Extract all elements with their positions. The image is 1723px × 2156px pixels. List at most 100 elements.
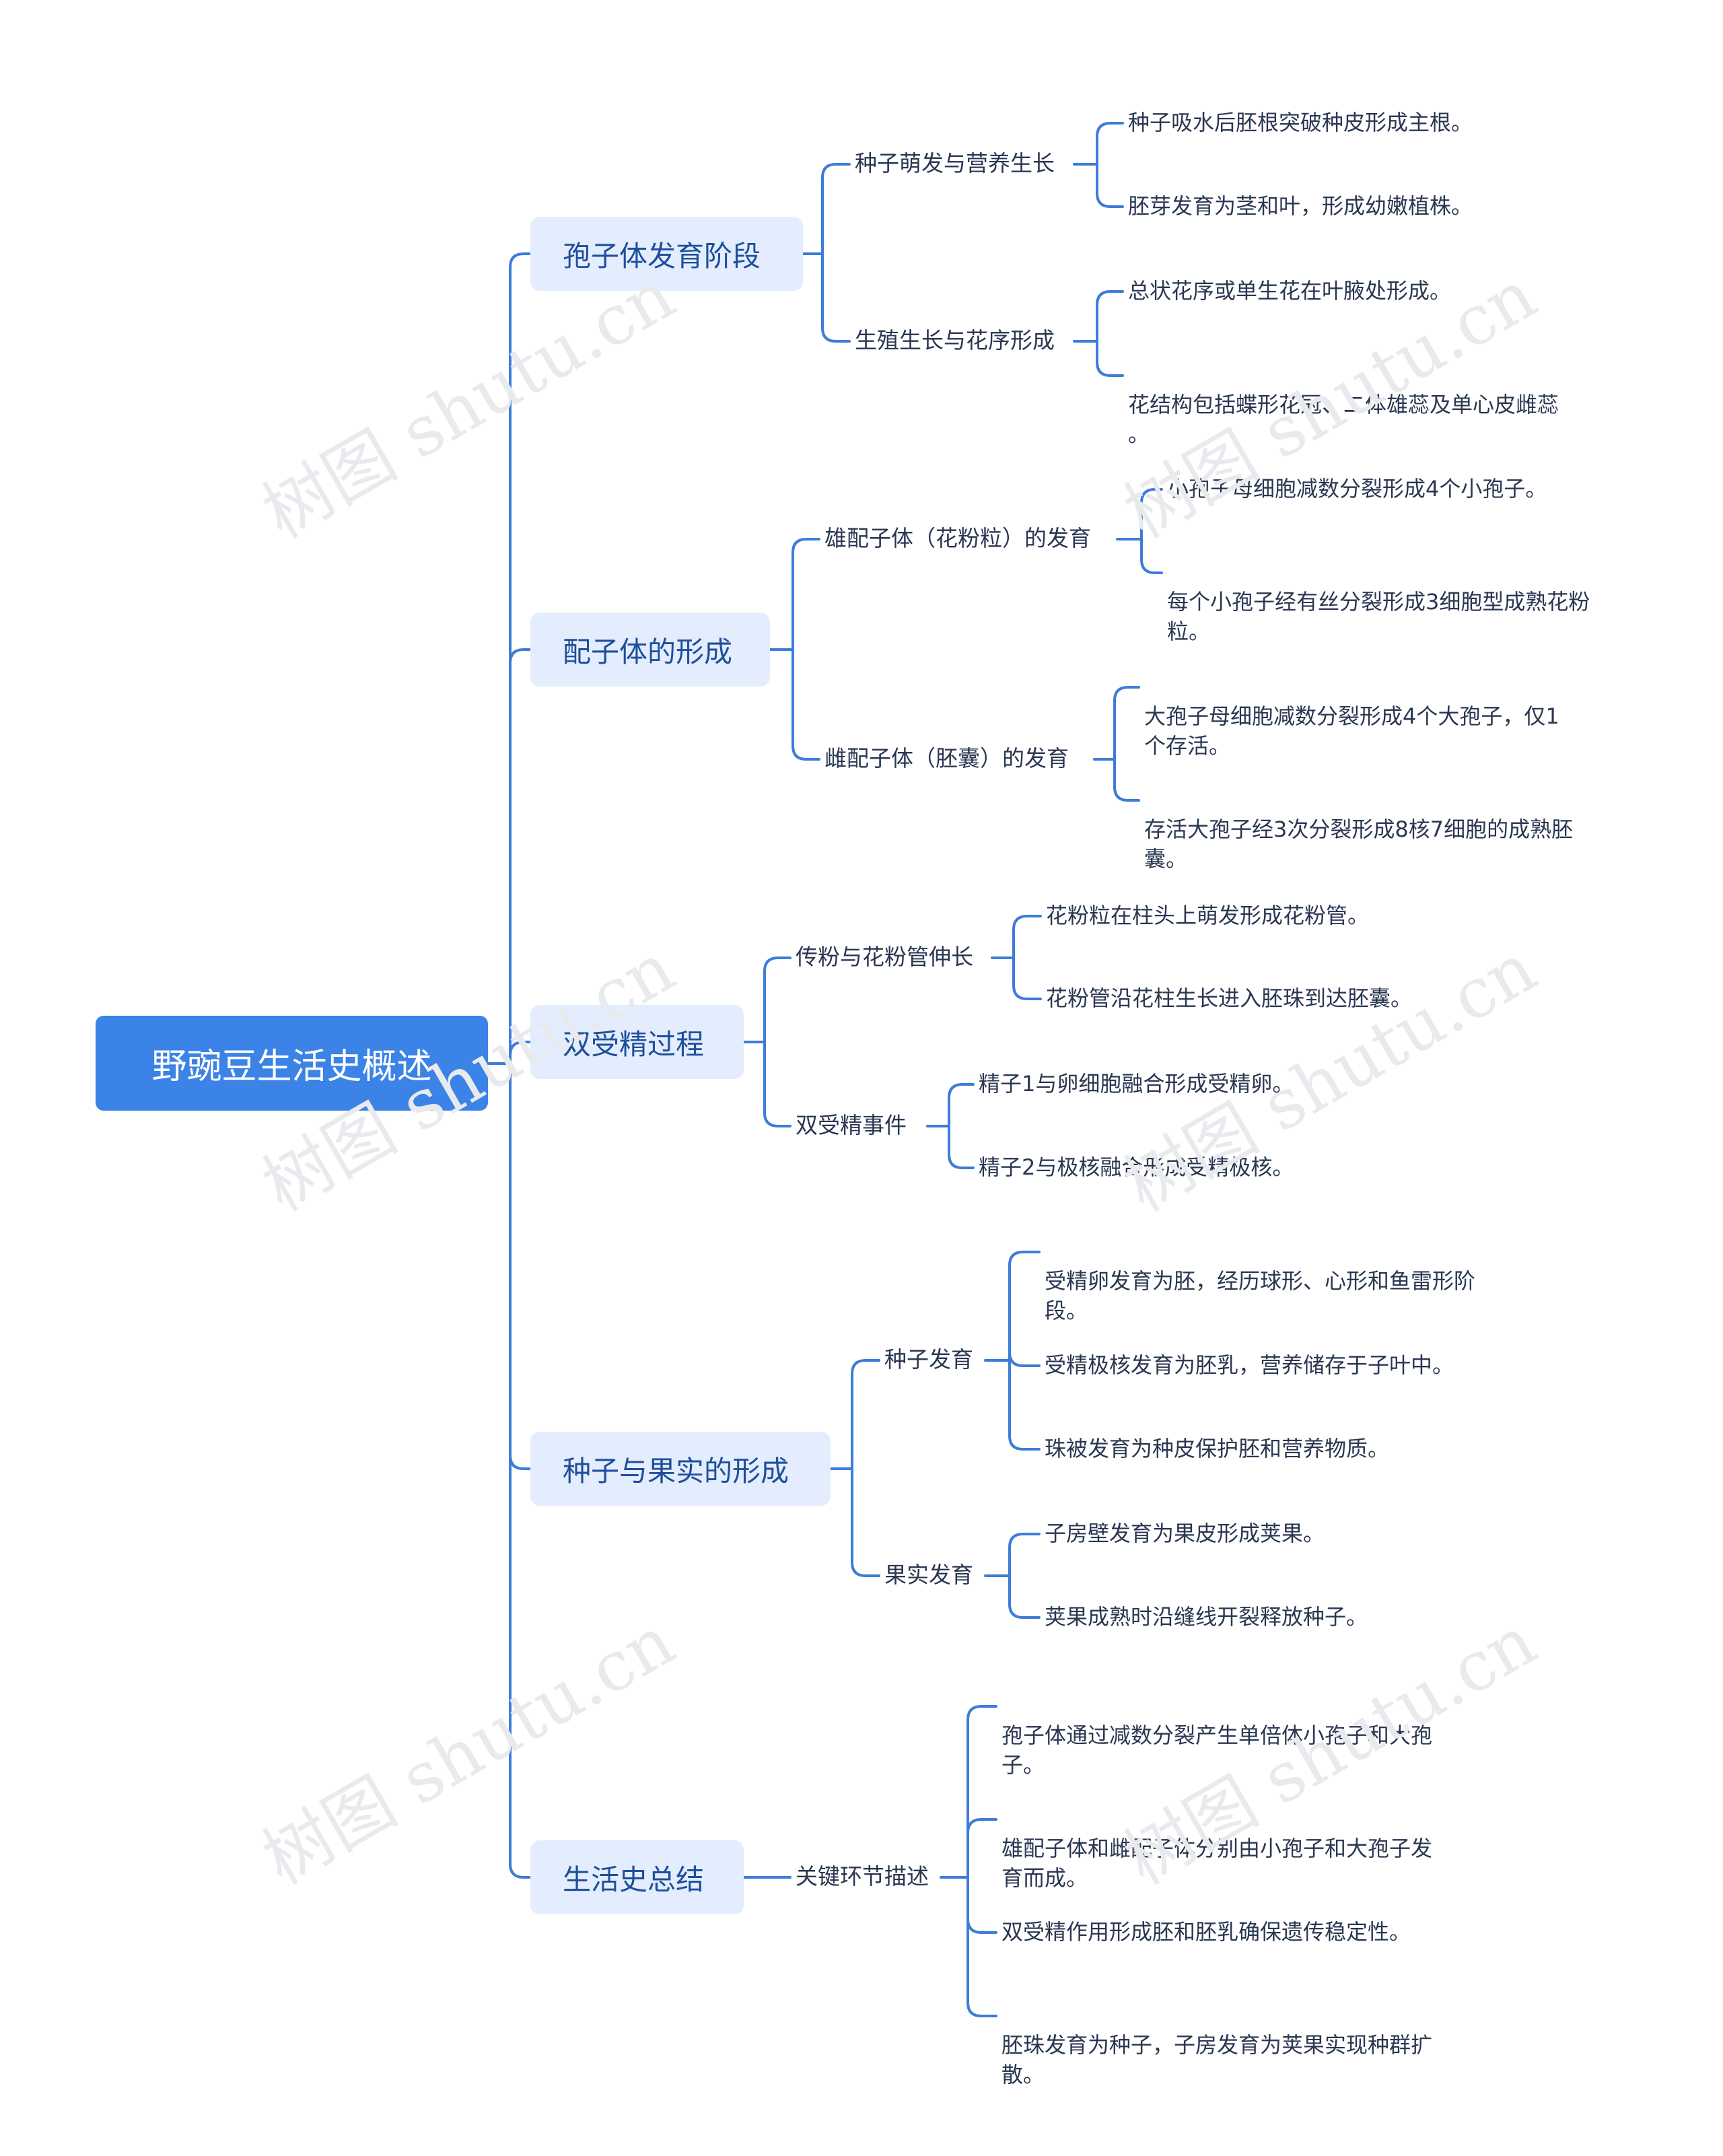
leaf-label: 荚果成熟时沿缝线开裂释放种子。	[1045, 1604, 1368, 1630]
connector-line	[1012, 984, 1042, 1000]
connector-line	[1008, 1533, 1041, 1549]
connector-line	[1096, 290, 1124, 306]
subtopic-label: 关键环节描述	[796, 1863, 929, 1889]
branch-topic-gametophyte[interactable]: 配子体的形成	[530, 613, 770, 687]
connector-line	[1113, 786, 1140, 802]
leaf-label: 受精极核发育为胚乳，营养储存于子叶中。	[1045, 1352, 1454, 1378]
leaf-topic[interactable]: 存活大孢子经3次分裂形成8核7细胞的成熟胚 囊。	[1144, 785, 1573, 874]
subtopic-fertilization-event[interactable]: 双受精事件	[796, 1111, 907, 1140]
leaf-label: 花粉粒在柱头上萌发形成花粉管。	[1046, 903, 1370, 928]
connector-line	[1140, 488, 1163, 504]
leaf-topic[interactable]: 花结构包括蝶形花冠、二体雄蕊及单心皮雌蕊 。	[1128, 360, 1559, 449]
leaf-topic[interactable]: 花粉管沿花柱生长进入胚珠到达胚囊。	[1046, 983, 1412, 1013]
leaf-topic[interactable]: 精子1与卵细胞融合形成受精卵。	[979, 1069, 1294, 1099]
leaf-label: 孢子体通过减数分裂产生单倍体小孢子和大孢 子。	[1001, 1723, 1433, 1778]
connector-line	[509, 648, 532, 664]
connector-line	[509, 252, 532, 269]
leaf-topic[interactable]: 双受精作用形成胚和胚乳确保遗传稳定性。	[1001, 1917, 1411, 1947]
leaf-topic[interactable]: 种子吸水后胚根突破种皮形成主根。	[1128, 108, 1473, 137]
connector-line	[1008, 1603, 1041, 1619]
subtopic-germination[interactable]: 种子萌发与营养生长	[855, 149, 1055, 178]
connector-line	[1096, 361, 1124, 377]
connector-line	[966, 1918, 997, 1934]
branch-topic-seed-fruit[interactable]: 种子与果实的形成	[530, 1432, 831, 1506]
leaf-label: 总状花序或单生花在叶腋处形成。	[1128, 278, 1452, 304]
connector-line	[948, 1083, 975, 1099]
leaf-topic[interactable]: 子房壁发育为果皮形成荚果。	[1045, 1519, 1325, 1548]
subtopic-pollination[interactable]: 传粉与花粉管伸长	[796, 942, 973, 972]
leaf-label: 精子2与极核融合形成受精极核。	[979, 1154, 1294, 1180]
branch-topic-label: 孢子体发育阶段	[563, 239, 761, 273]
branch-topic-summary[interactable]: 生活史总结	[530, 1840, 744, 1914]
leaf-topic[interactable]: 雄配子体和雌配子体分别由小孢子和大孢子发 育而成。	[1001, 1804, 1432, 1893]
leaf-label: 雄配子体和雌配子体分别由小孢子和大孢子发 育而成。	[1001, 1836, 1433, 1891]
subtopic-label: 双受精事件	[796, 1112, 907, 1138]
branch-topic-sporophyte[interactable]: 孢子体发育阶段	[530, 217, 803, 291]
branch-topic-label: 生活史总结	[563, 1863, 705, 1896]
subtopic-male-gametophyte[interactable]: 雄配子体（花粉粒）的发育	[824, 524, 1091, 553]
leaf-label: 子房壁发育为果皮形成荚果。	[1045, 1521, 1325, 1546]
leaf-topic[interactable]: 花粉粒在柱头上萌发形成花粉管。	[1046, 901, 1369, 930]
subtopic-label: 雄配子体（花粉粒）的发育	[824, 525, 1091, 551]
connector-line	[763, 957, 792, 973]
connector-line	[821, 163, 851, 179]
leaf-topic[interactable]: 小孢子母细胞减数分裂形成4个小孢子。	[1167, 474, 1547, 503]
subtopic-label: 生殖生长与花序形成	[855, 327, 1055, 353]
connector-line	[792, 744, 820, 761]
leaf-topic[interactable]: 孢子体通过减数分裂产生单倍体小孢子和大孢 子。	[1001, 1691, 1432, 1780]
branch-topic-double-fertilization[interactable]: 双受精过程	[530, 1005, 744, 1079]
connector-line	[1140, 558, 1163, 574]
leaf-label: 双受精作用形成胚和胚乳确保遗传稳定性。	[1001, 1919, 1411, 1945]
connector-line	[851, 1359, 880, 1375]
leaf-topic[interactable]: 大孢子母细胞减数分裂形成4个大孢子，仅1 个存活。	[1144, 672, 1559, 761]
leaf-label: 受精卵发育为胚，经历球形、心形和鱼雷形阶 段。	[1045, 1268, 1476, 1323]
leaf-topic[interactable]: 每个小孢子经有丝分裂形成3细胞型成熟花粉 粒。	[1167, 557, 1590, 646]
leaf-label: 花粉管沿花柱生长进入胚珠到达胚囊。	[1046, 985, 1413, 1011]
subtopic-reproductive-growth[interactable]: 生殖生长与花序形成	[855, 326, 1055, 355]
leaf-topic[interactable]: 总状花序或单生花在叶腋处形成。	[1128, 276, 1451, 306]
connector-line	[1113, 686, 1140, 702]
leaf-topic[interactable]: 受精极核发育为胚乳，营养储存于子叶中。	[1045, 1350, 1454, 1380]
leaf-label: 种子吸水后胚根突破种皮形成主根。	[1128, 110, 1473, 135]
connector-line	[948, 1153, 975, 1169]
leaf-label: 小孢子母细胞减数分裂形成4个小孢子。	[1167, 476, 1547, 501]
branch-topic-label: 双受精过程	[563, 1027, 705, 1061]
connector-line	[1008, 1251, 1041, 1267]
leaf-topic[interactable]: 珠被发育为种皮保护胚和营养物质。	[1045, 1434, 1389, 1463]
root-topic[interactable]: 野豌豆生活史概述	[96, 1016, 488, 1111]
connector-line	[1008, 1434, 1041, 1451]
connector-line	[1096, 122, 1124, 138]
root-topic-label: 野豌豆生活史概述	[151, 1047, 432, 1087]
leaf-topic[interactable]: 胚芽发育为茎和叶，形成幼嫩植株。	[1128, 191, 1473, 221]
connector-line	[966, 1705, 997, 1721]
leaf-label: 每个小孢子经有丝分裂形成3细胞型成熟花粉 粒。	[1167, 589, 1590, 644]
leaf-label: 胚珠发育为种子，子房发育为荚果实现种群扩 散。	[1001, 2032, 1433, 2087]
subtopic-fruit-development[interactable]: 果实发育	[884, 1560, 973, 1590]
branch-topic-label: 配子体的形成	[563, 635, 733, 668]
leaf-topic[interactable]: 荚果成熟时沿缝线开裂释放种子。	[1045, 1602, 1368, 1632]
leaf-topic[interactable]: 精子2与极核融合形成受精极核。	[979, 1152, 1294, 1182]
subtopic-label: 果实发育	[884, 1562, 973, 1588]
leaf-label: 珠被发育为种皮保护胚和营养物质。	[1045, 1436, 1390, 1461]
subtopic-label: 传粉与花粉管伸长	[796, 944, 973, 970]
connector-line	[509, 1863, 532, 1879]
subtopic-female-gametophyte[interactable]: 雌配子体（胚囊）的发育	[824, 744, 1069, 773]
connector-line	[966, 2001, 997, 2017]
connector-line	[1096, 192, 1124, 208]
leaf-label: 花结构包括蝶形花冠、二体雄蕊及单心皮雌蕊 。	[1128, 392, 1559, 447]
leaf-topic[interactable]: 受精卵发育为胚，经历球形、心形和鱼雷形阶 段。	[1045, 1237, 1475, 1325]
leaf-label: 存活大孢子经3次分裂形成8核7细胞的成熟胚 囊。	[1144, 816, 1574, 872]
subtopic-label: 种子萌发与营养生长	[855, 150, 1055, 176]
subtopic-seed-development[interactable]: 种子发育	[884, 1345, 973, 1375]
connector-line	[509, 1454, 532, 1470]
subtopic-key-stages[interactable]: 关键环节描述	[796, 1862, 929, 1891]
connector-line	[763, 1111, 792, 1127]
connector-line	[851, 1561, 880, 1577]
connector-line	[509, 1041, 532, 1057]
subtopic-label: 雌配子体（胚囊）的发育	[824, 745, 1069, 771]
leaf-topic[interactable]: 胚珠发育为种子，子房发育为荚果实现种群扩 散。	[1001, 2001, 1432, 2089]
leaf-label: 大孢子母细胞减数分裂形成4个大孢子，仅1 个存活。	[1144, 703, 1559, 759]
branch-topic-label: 种子与果实的形成	[563, 1454, 789, 1488]
